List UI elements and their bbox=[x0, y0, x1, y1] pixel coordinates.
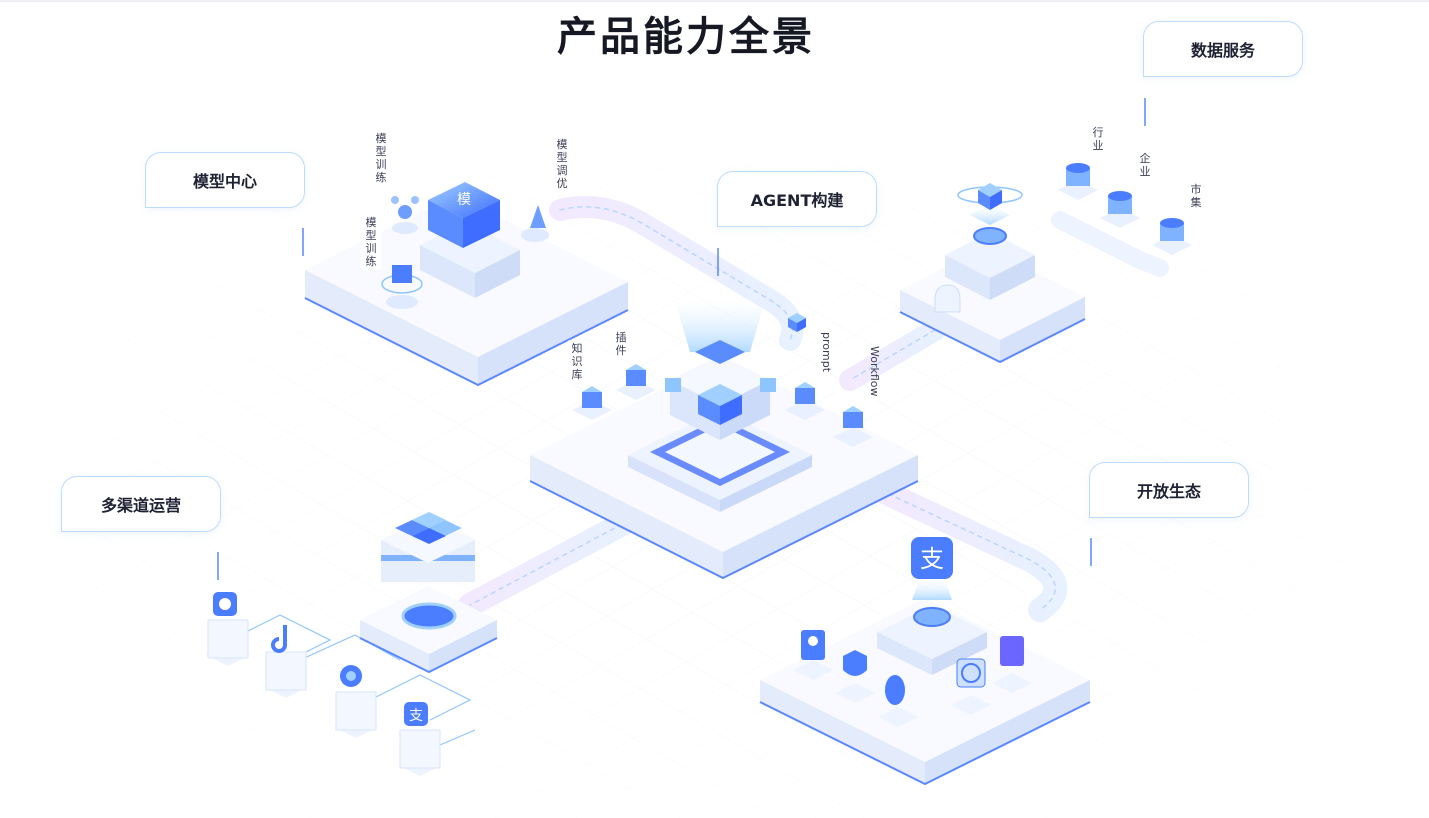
label-workflow: Workflow bbox=[868, 346, 881, 397]
page-title: 产品能力全景 bbox=[557, 14, 815, 60]
wallet-app-icon bbox=[992, 636, 1032, 693]
model-chip-glyph: 模 bbox=[457, 192, 471, 208]
label-model-tuning: 模型调优 bbox=[552, 136, 572, 192]
shield-app-icon bbox=[835, 650, 875, 703]
callout-open-ecosystem[interactable]: 开放生态 bbox=[1089, 462, 1249, 518]
knowledge-node-icon bbox=[572, 386, 612, 420]
training-node-icon bbox=[381, 265, 423, 309]
callout-agent-build[interactable]: AGENT构建 bbox=[717, 171, 877, 227]
channel-hub bbox=[359, 512, 498, 674]
label-industry: 行业 bbox=[1088, 124, 1108, 154]
callout-model-center[interactable]: 模型中心 bbox=[145, 152, 305, 208]
alipay-glyph: 支 bbox=[409, 708, 423, 724]
robot-channel-icon bbox=[334, 665, 378, 738]
wechat-channel-icon bbox=[206, 592, 250, 666]
connector-paths bbox=[458, 195, 1169, 622]
douyin-channel-icon bbox=[264, 625, 308, 698]
top-divider bbox=[0, 0, 1429, 2]
label-model-training-top: 模型训练 bbox=[371, 130, 391, 186]
callout-data-service[interactable]: 数据服务 bbox=[1143, 21, 1303, 77]
molecule-icon bbox=[391, 196, 419, 234]
globe-cube-icon bbox=[957, 183, 1023, 210]
prompt-node-icon bbox=[785, 382, 825, 420]
agent-platform bbox=[529, 300, 919, 580]
model-center-platform: 模 bbox=[304, 182, 629, 387]
data-service-platform bbox=[899, 183, 1086, 364]
ecosystem-alipay-glyph: 支 bbox=[920, 545, 944, 573]
alipay-channel-icon: 支 bbox=[398, 702, 442, 776]
label-market: 市集 bbox=[1186, 181, 1206, 211]
leaf-app-icon bbox=[878, 675, 918, 727]
enterprise-db-icon bbox=[1100, 191, 1140, 228]
ecosystem-platform: 支 bbox=[759, 537, 1091, 786]
callout-multi-channel[interactable]: 多渠道运营 bbox=[61, 476, 221, 532]
workflow-node-icon bbox=[833, 406, 873, 447]
plugin-node-icon bbox=[616, 364, 656, 400]
label-enterprise: 企业 bbox=[1135, 150, 1155, 180]
user-app-icon bbox=[793, 630, 833, 680]
channel-wiring bbox=[229, 614, 476, 746]
label-model-training-left: 模型训练 bbox=[361, 214, 381, 270]
label-knowledge-base: 知识库 bbox=[567, 340, 587, 383]
label-plugin: 插件 bbox=[611, 329, 631, 359]
callout-leaders bbox=[217, 98, 1146, 580]
rocket-icon bbox=[521, 205, 549, 242]
globe-app-icon bbox=[951, 658, 991, 715]
label-prompt: prompt bbox=[820, 332, 833, 373]
market-db-icon bbox=[1152, 218, 1192, 255]
industry-db-icon bbox=[1058, 163, 1098, 200]
